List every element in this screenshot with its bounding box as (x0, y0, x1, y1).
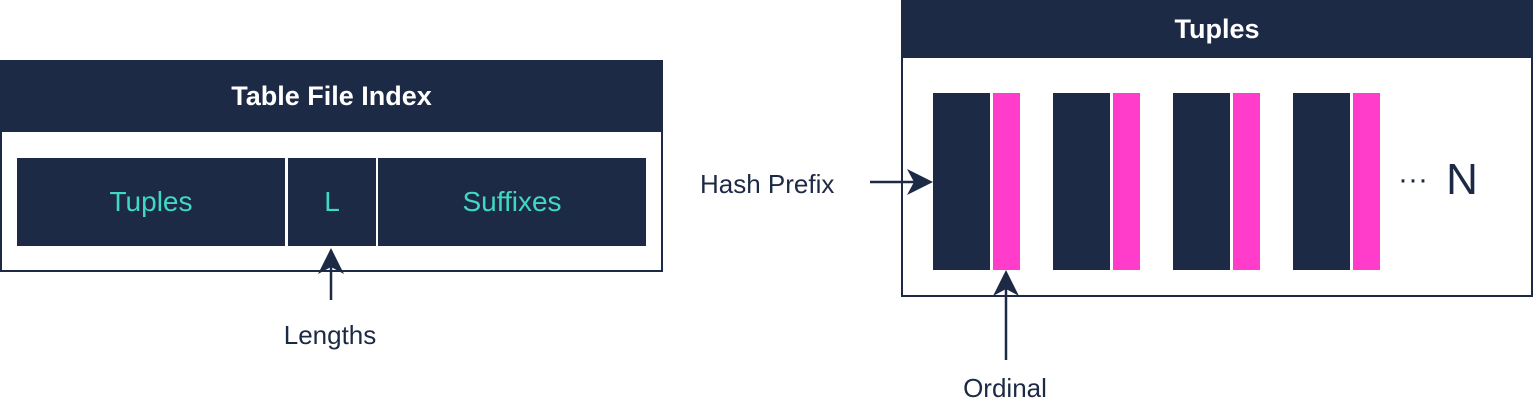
ordinal-block (1233, 93, 1260, 270)
hash-prefix-block (1293, 93, 1350, 270)
ordinal-block (993, 93, 1020, 270)
ordinal-block (1353, 93, 1380, 270)
segment-suffixes: Suffixes (378, 158, 646, 246)
table-file-index-title: Table File Index (0, 60, 663, 132)
hash-prefix-block (933, 93, 990, 270)
ordinal-block (1113, 93, 1140, 270)
ordinal-label: Ordinal (963, 372, 1047, 403)
lengths-label: Lengths (283, 319, 377, 350)
hash-prefix-block (1053, 93, 1110, 270)
ellipsis: ··· (1398, 163, 1428, 196)
hash-prefix-label: Hash Prefix (700, 168, 835, 199)
segment-tuples: Tuples (17, 158, 285, 246)
hash-prefix-block (1173, 93, 1230, 270)
tuple-count-label: N (1446, 155, 1478, 204)
segment-lengths: L (288, 158, 376, 246)
tuples-title: Tuples (901, 0, 1533, 58)
